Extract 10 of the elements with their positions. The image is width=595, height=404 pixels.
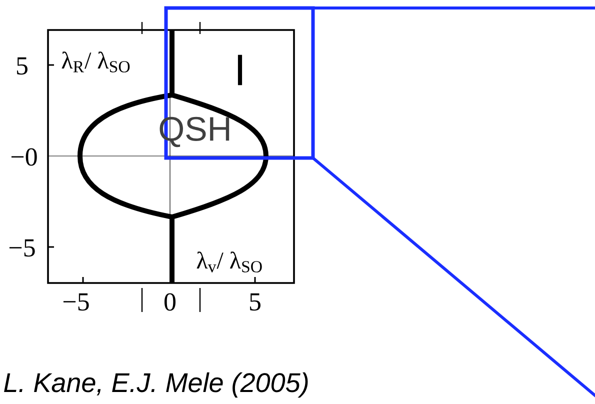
tick-label: −5 [63, 293, 89, 311]
tick-label: −5 [9, 239, 35, 257]
axis-label: λ$_{v}$/ λ$_{SO}$ [196, 252, 262, 272]
axis-label: λ$_{R}$/ λ$_{SO}$ [62, 52, 130, 72]
tick-label: 5 [250, 293, 260, 311]
tick-label: 5 [17, 57, 28, 75]
caption: L. Kane, E.J. Mele (2005) [4, 372, 308, 398]
tick-label: −0 [11, 148, 37, 166]
region-label: I [238, 54, 242, 86]
tick-label: 0 [164, 293, 176, 311]
